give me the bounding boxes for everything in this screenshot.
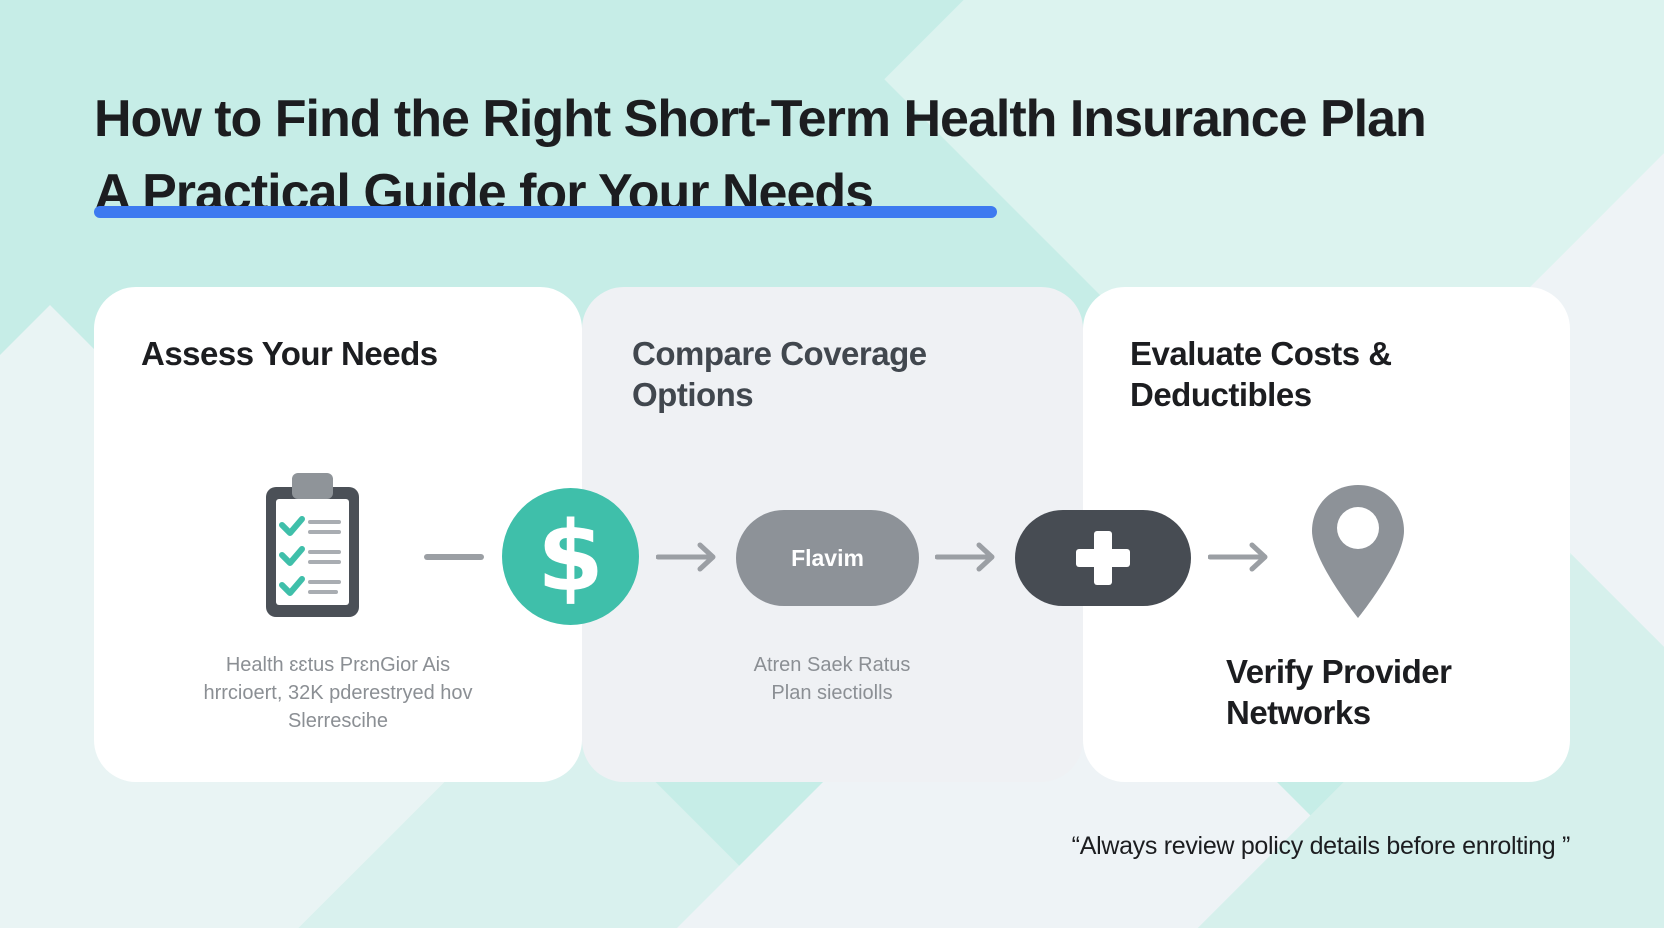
card-title-line: Verify Provider — [1226, 653, 1452, 690]
card-description: Atren Saek Ratus Plan siectiolls — [682, 651, 982, 707]
connector-line — [424, 554, 484, 560]
arrow-right-icon — [656, 542, 716, 572]
card-title: Assess Your Needs — [141, 335, 438, 372]
pill-label: Flavim — [791, 544, 864, 571]
dollar-symbol: $ — [537, 500, 604, 613]
description-line: Slerrescihe — [287, 710, 389, 732]
card-title-line: Options — [632, 376, 754, 413]
medical-cross-icon — [1076, 531, 1130, 585]
card-title-line: Evaluate Costs & — [1130, 335, 1392, 372]
card-title-line: Deductibles — [1130, 376, 1312, 413]
description-line: Health ɛɛtus PrɛnGior Ais — [225, 654, 451, 676]
premium-pill: Flavim — [736, 510, 919, 606]
location-pin-icon — [1312, 485, 1404, 618]
clipboard-checklist-icon — [266, 473, 359, 617]
title-underline — [94, 206, 997, 218]
card-title: Compare Coverage Options — [632, 333, 927, 415]
verify-provider-title: Verify Provider Networks — [1226, 651, 1452, 733]
medical-cross-pill — [1015, 510, 1191, 606]
quote-text: “Always review policy details before enr… — [1071, 832, 1571, 860]
description-line: Plan siectiolls — [771, 682, 893, 704]
arrow-right-icon — [935, 542, 995, 572]
dollar-icon: $ — [502, 488, 639, 625]
page-title: How to Find the Right Short-Term Health … — [94, 82, 1427, 230]
description-line: hrrcioert, 32K pderestryed hov — [203, 682, 473, 704]
title-line-1: How to Find the Right Short-Term Health … — [94, 90, 1427, 148]
title-line-2: A Practical Guide for Your Needs — [94, 164, 874, 222]
card-title-line: Compare Coverage — [632, 335, 927, 372]
description-line: Atren Saek Ratus — [753, 654, 911, 676]
arrow-right-icon — [1208, 542, 1268, 572]
card-description: Health ɛɛtus PrɛnGior Ais hrrcioert, 32K… — [154, 651, 522, 735]
card-title-line: Networks — [1226, 694, 1371, 731]
card-title: Evaluate Costs & Deductibles — [1130, 333, 1392, 415]
